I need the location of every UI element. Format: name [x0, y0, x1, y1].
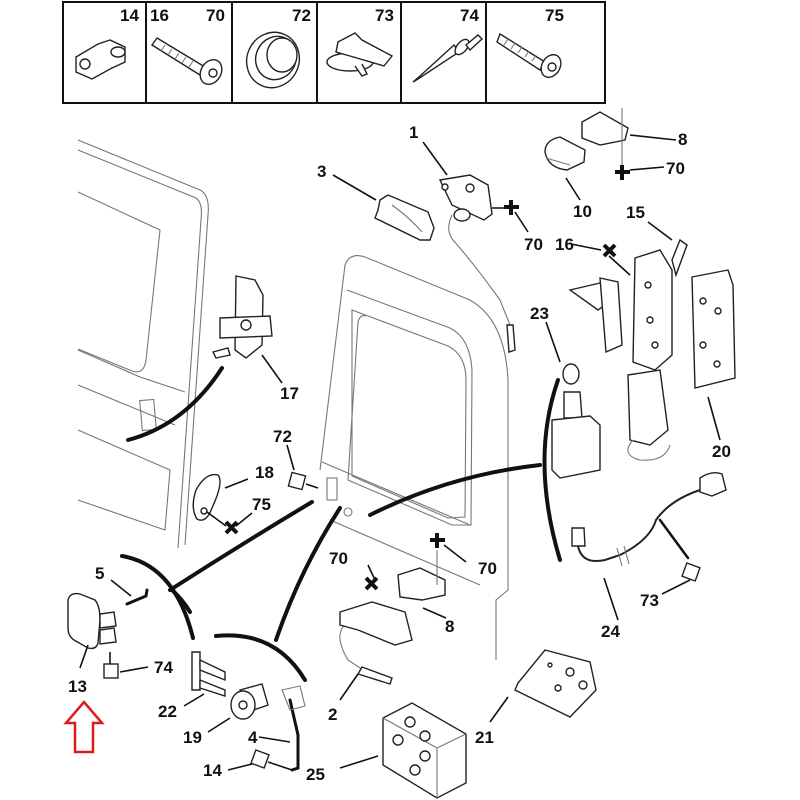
- part-1-lock: [438, 174, 516, 353]
- part-25-kit-box: [382, 702, 467, 799]
- callout-72: 72: [273, 427, 292, 446]
- callout-18: 18: [255, 463, 274, 482]
- cable-clip-icon: [326, 32, 394, 77]
- callout-10: 10: [573, 202, 592, 221]
- part-19-lock-cylinder: [230, 683, 269, 720]
- part-8-striker-lower: [397, 550, 446, 601]
- callout-13: 13: [68, 677, 87, 696]
- callout-17: 17: [280, 384, 299, 403]
- fastener-legend: [62, 1, 606, 104]
- callout-21: 21: [475, 728, 494, 747]
- callout-8-top: 8: [678, 130, 688, 149]
- part-4-rod: [281, 685, 306, 772]
- callout-70-lock: 70: [524, 235, 543, 254]
- callout-5: 5: [95, 564, 105, 583]
- callout-14: 14: [203, 761, 222, 780]
- part-23-actuator: [551, 363, 601, 479]
- callout-70-top: 70: [666, 159, 685, 178]
- callout-8-lower: 8: [445, 617, 455, 636]
- legend-label-74: 74: [460, 6, 479, 25]
- part-5-pin: [125, 588, 149, 606]
- part-3-interior-handle: [374, 194, 435, 241]
- arrow-up-icon: [63, 700, 105, 754]
- callout-25: 25: [306, 765, 325, 784]
- callout-74: 74: [154, 658, 173, 677]
- callout-22: 22: [158, 702, 177, 721]
- reference-lines: [120, 366, 562, 682]
- part-24-harness: [571, 471, 727, 567]
- part-21-kit-bag: [514, 649, 597, 718]
- legend-label-70: 70: [206, 6, 225, 25]
- callout-75: 75: [252, 495, 271, 514]
- callout-20: 20: [712, 442, 731, 461]
- callout-70-striker: 70: [478, 559, 497, 578]
- lower-latch: [339, 601, 413, 646]
- legend-label-14: 14: [120, 6, 139, 25]
- fastener-cross-markers: [224, 165, 630, 591]
- leader-lines: [79, 134, 721, 771]
- callout-24: 24: [601, 622, 620, 641]
- part-18-cover: [192, 473, 221, 521]
- part-13-cover: [67, 592, 117, 650]
- left-door-panel: [77, 139, 209, 549]
- torx-bolt-icon: [150, 37, 223, 86]
- legend-label-16: 16: [150, 6, 169, 25]
- callout-70-latch: 70: [329, 549, 348, 568]
- legend-label-72: 72: [292, 6, 311, 25]
- callout-15: 15: [626, 203, 645, 222]
- legend-label-73: 73: [375, 6, 394, 25]
- callout-73: 73: [640, 591, 659, 610]
- part-10-bracket: [544, 136, 586, 171]
- callout-19: 19: [183, 728, 202, 747]
- u-nut-clip-icon: [75, 39, 126, 80]
- rivet-icon: [412, 34, 484, 83]
- part-17-hinge: [211, 275, 273, 359]
- fastener-square-markers: [103, 471, 701, 769]
- plug-cap-icon: [245, 31, 301, 89]
- callout-23: 23: [530, 304, 549, 323]
- part-8-striker-top: [581, 108, 629, 170]
- part-22-bracket: [191, 651, 226, 697]
- callout-16: 16: [555, 235, 574, 254]
- self-tapping-screw-icon: [496, 32, 562, 79]
- callout-4: 4: [248, 728, 258, 747]
- callout-3: 3: [317, 162, 327, 181]
- legend-label-75: 75: [545, 6, 564, 25]
- callout-1: 1: [409, 123, 419, 142]
- center-door-panel: [319, 255, 509, 660]
- part-20-gasket-plate: [691, 269, 736, 389]
- callout-2: 2: [328, 705, 338, 724]
- part-15-lock-assembly: [568, 238, 688, 461]
